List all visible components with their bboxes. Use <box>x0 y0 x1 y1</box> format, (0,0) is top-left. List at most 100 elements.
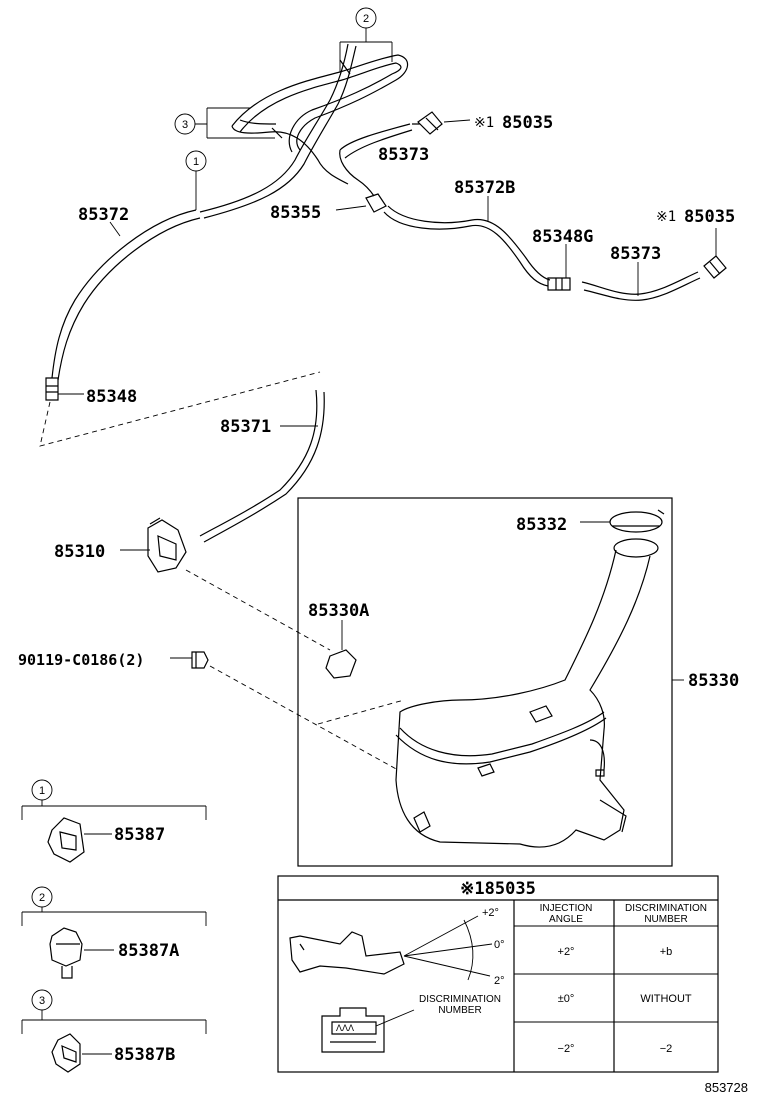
label-85387A: 85387A <box>118 941 179 961</box>
nozzle-right <box>703 228 727 279</box>
tank-outlet <box>589 739 605 777</box>
diagram-id: 853728 <box>705 1080 748 1095</box>
hose-85371 <box>199 389 325 543</box>
disc-mark-glyph: ΛΛΛ <box>336 1023 354 1033</box>
label-85372B: 85372B <box>454 178 515 198</box>
label-85373-top: 85373 <box>378 145 429 165</box>
nozzle-top <box>412 111 471 135</box>
clip-group-3: 3 <box>21 989 207 1073</box>
nozzle-top-leader <box>443 119 471 123</box>
hose-85372-leader <box>109 221 121 237</box>
tank-seam-2 <box>399 711 605 757</box>
grommet-85330A <box>325 620 357 679</box>
pump-85310-body <box>147 519 187 573</box>
upper-hose-loop-inner <box>239 62 402 153</box>
tank-body <box>395 549 651 848</box>
label-85035-right: 85035 <box>684 207 735 227</box>
label-85035-right-mark: ※1 <box>656 209 676 225</box>
row-3-angle: −2° <box>558 1043 575 1055</box>
label-85330: 85330 <box>688 671 739 691</box>
header-disc-number-2: NUMBER <box>644 914 687 925</box>
cap-85332-rim <box>612 509 665 527</box>
row-1-angle: +2° <box>558 946 575 958</box>
clip-85387A-icon <box>49 927 83 979</box>
clip-1-bracket <box>21 800 207 820</box>
label-85310: 85310 <box>54 542 105 562</box>
spray-angle-arc <box>463 919 474 981</box>
part-labels: ※1 85035 85373 85372 85355 85372B ※1 850… <box>18 113 739 1065</box>
pump-85310-detail <box>149 517 177 561</box>
angle-0: 0° <box>494 939 505 951</box>
tank-tabs <box>477 705 553 777</box>
label-85332: 85332 <box>516 515 567 535</box>
upper-hose-branch <box>231 125 349 185</box>
spec-nozzle-topview <box>321 1007 385 1053</box>
upper-hose-loop <box>231 54 409 151</box>
cap-85332-body <box>609 511 663 533</box>
upper-hose-clip <box>239 119 277 125</box>
clip-2-index: 2 <box>39 892 45 904</box>
nozzle-top-body <box>412 111 443 135</box>
tank-dashed <box>317 699 405 725</box>
tank-filler-neck <box>613 538 659 558</box>
hose-85372B-inner <box>387 205 551 281</box>
row-1-disc: +b <box>660 946 673 958</box>
bolt-90119 <box>170 651 399 771</box>
cap-85332 <box>580 509 665 533</box>
label-85035-top: 85035 <box>502 113 553 133</box>
clip-85387-icon <box>47 817 85 863</box>
angle-plus2: +2° <box>482 907 499 919</box>
header-disc-number-1: DISCRIMINATION <box>625 903 707 914</box>
dashed-link-pump <box>185 569 331 651</box>
row-3-disc: −2 <box>660 1043 673 1055</box>
tank-box <box>297 497 673 867</box>
pump-85310 <box>120 517 331 651</box>
hose-85373-top <box>339 123 413 159</box>
callout-3-label: 3 <box>182 119 188 131</box>
hose-85373-top-elbow <box>339 149 375 197</box>
nozzle-right-body <box>703 255 727 279</box>
callout-2-label: 2 <box>363 13 369 25</box>
washer-tank <box>317 538 659 848</box>
bolt-90119-body <box>191 651 209 669</box>
clip-group-2: 2 <box>21 886 207 979</box>
spec-nozzle-body <box>289 931 405 975</box>
clip-3-bracket <box>21 1010 207 1034</box>
clip-group-1: 1 <box>21 779 207 863</box>
hose-85372B <box>383 211 549 287</box>
table-title: ※185035 <box>460 879 536 899</box>
nozzle-spec-table: ※185035 INJECTION ANGLE DISCRIMINATION N… <box>277 875 719 1073</box>
label-85348: 85348 <box>86 387 137 407</box>
angle-minus2: 2° <box>494 975 505 987</box>
label-85387: 85387 <box>114 825 165 845</box>
callout-2-bracket <box>339 28 393 72</box>
hose-85372 <box>51 209 201 381</box>
label-85348G: 85348G <box>532 227 593 247</box>
dashed-link-85348 <box>39 371 321 447</box>
joint-85355 <box>335 193 387 213</box>
label-85373-right: 85373 <box>610 244 661 264</box>
clip-2-bracket <box>21 907 207 926</box>
clip-1-index: 1 <box>39 785 45 797</box>
clip-3-index: 3 <box>39 995 45 1007</box>
connector-85348 <box>45 377 59 401</box>
header-injection-angle-1: INJECTION <box>540 903 593 914</box>
hose-85372-upper <box>199 43 349 213</box>
row-2-angle: ±0° <box>558 993 575 1005</box>
hose-85372-upper-inner <box>203 45 357 219</box>
clip-85387B-icon <box>51 1033 81 1073</box>
label-85330A: 85330A <box>308 601 369 621</box>
dashed-link-bolt <box>209 665 399 771</box>
tank-mounts <box>413 799 627 833</box>
upper-hose-assembly: 2 3 1 <box>39 7 727 447</box>
hose-85373-right <box>581 271 701 301</box>
connector-85348G <box>547 277 571 291</box>
grommet-85330A-body <box>325 649 357 679</box>
callout-1-label: 1 <box>193 156 199 168</box>
callout-3-bracket <box>195 107 275 139</box>
label-90119: 90119-C0186(2) <box>18 651 144 669</box>
tank-seam <box>395 717 607 765</box>
joint-85355-leader <box>335 205 367 211</box>
label-85372: 85372 <box>78 205 129 225</box>
